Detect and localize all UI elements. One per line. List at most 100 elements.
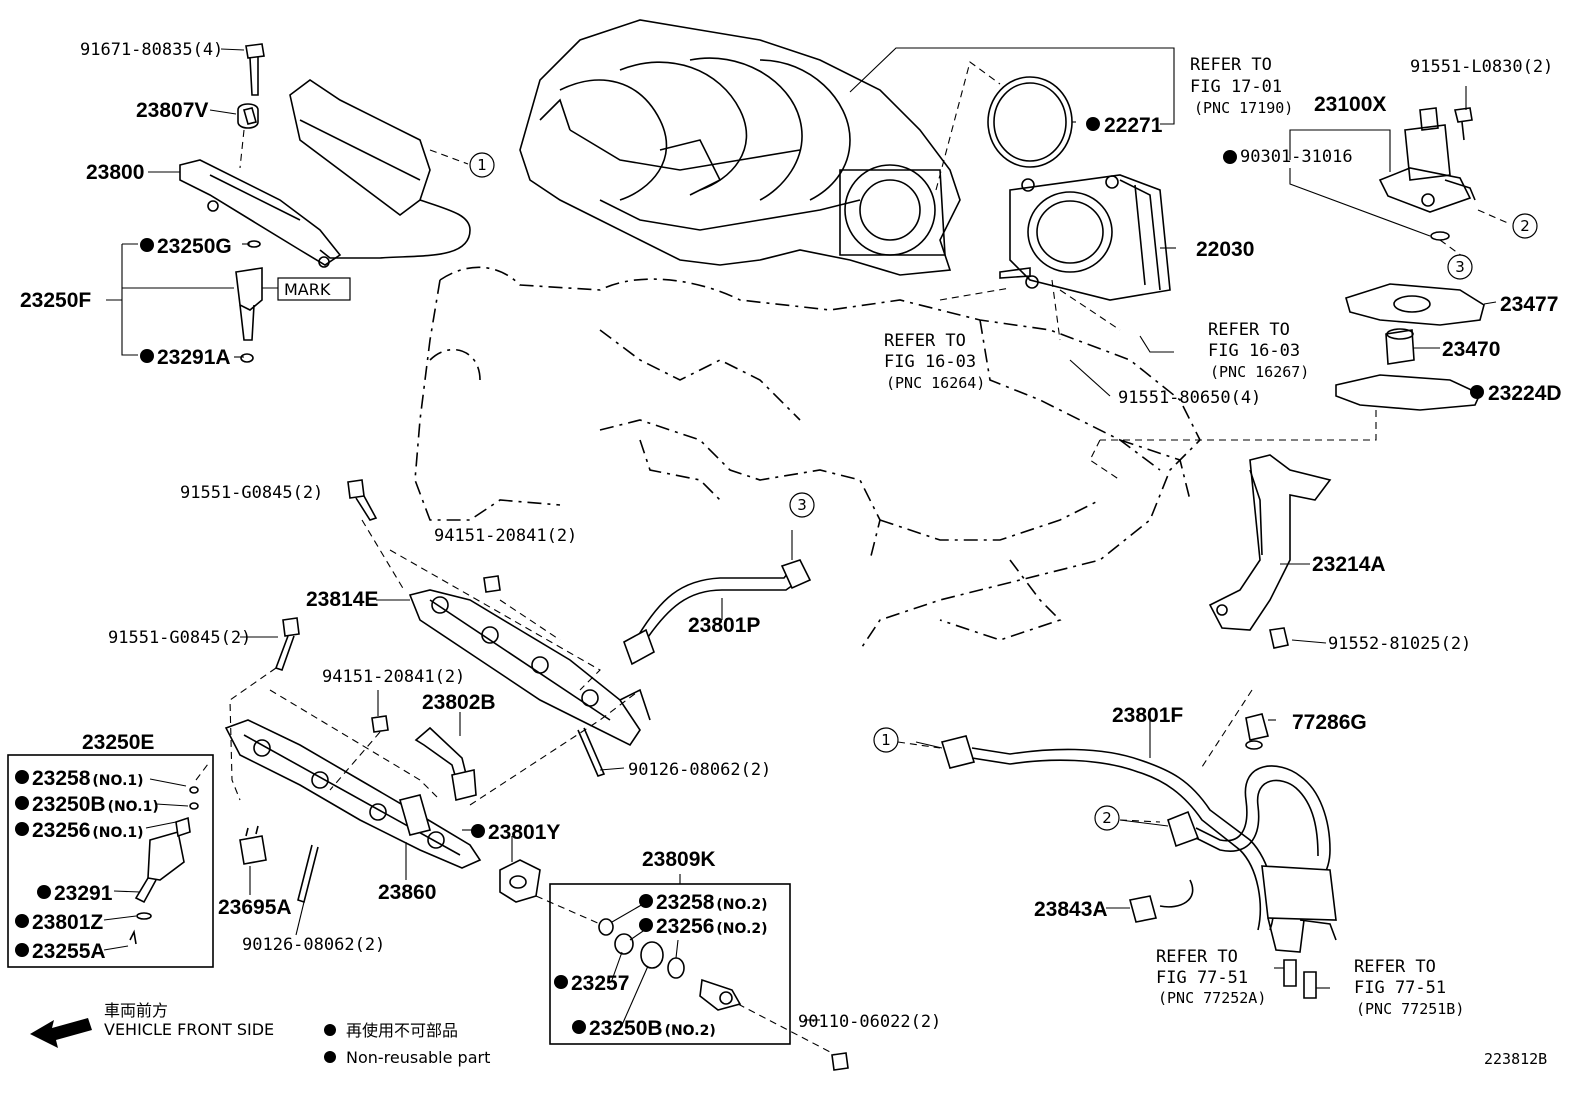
label-77286g: 77286G xyxy=(1292,711,1367,734)
svg-text:23258(NO.1): 23258(NO.1) xyxy=(32,767,144,790)
svg-text:1: 1 xyxy=(881,731,891,749)
label-94151-20841-b: 94151-20841(2) xyxy=(322,667,465,687)
injector-23250f xyxy=(235,240,263,363)
svg-text:REFER TO: REFER TO xyxy=(1156,947,1238,967)
svg-text:23256(NO.2): 23256(NO.2) xyxy=(656,915,768,938)
label-23470: 23470 xyxy=(1442,338,1500,361)
svg-text:(PNC 16264): (PNC 16264) xyxy=(886,374,985,392)
svg-text:再使用不可部品: 再使用不可部品 xyxy=(346,1021,458,1040)
svg-text:Non-reusable part: Non-reusable part xyxy=(346,1048,490,1067)
throttle-body xyxy=(999,174,1171,301)
clip-23695a xyxy=(239,825,267,865)
label-23250b-no2: 23250B xyxy=(589,1017,663,1040)
bracket-23214a xyxy=(1208,454,1332,649)
callout-2-upper: 2 xyxy=(1512,213,1538,239)
label-91551-l0830: 91551-L0830(2) xyxy=(1410,57,1553,77)
label-90126-08062-a: 90126-08062(2) xyxy=(242,935,385,955)
refer-fig-77-51-b: REFER TO FIG 77-51 (PNC 77251B) xyxy=(1354,957,1464,1018)
svg-text:23258(NO.2): 23258(NO.2) xyxy=(656,891,768,914)
callout-3-upper: 3 xyxy=(1447,254,1473,280)
label-23801f: 23801F xyxy=(1112,704,1183,727)
fuel-rail-upper xyxy=(179,79,471,268)
label-23256-no2: 23256 xyxy=(656,915,714,938)
label-23801z: 23801Z xyxy=(32,911,103,934)
nonreusable-markers xyxy=(15,117,1484,1034)
gasket-23224d xyxy=(1335,374,1482,411)
dashed-lines xyxy=(195,61,1511,1055)
label-23695a: 23695A xyxy=(218,896,292,919)
callout-1-upper: 1 xyxy=(469,152,495,178)
refer-fig-16-03-a: REFER TO FIG 16-03 (PNC 16264) xyxy=(884,331,985,392)
label-23801y: 23801Y xyxy=(488,821,560,844)
svg-text:23256(NO.1): 23256(NO.1) xyxy=(32,819,144,842)
label-23224d: 23224D xyxy=(1488,382,1562,405)
label-23258-no1: 23258 xyxy=(32,767,91,790)
label-91552-81025: 91552-81025(2) xyxy=(1328,634,1471,654)
refer-fig-17-01: REFER TO FIG 17-01 (PNC 17190) xyxy=(1190,55,1293,117)
svg-text:1: 1 xyxy=(477,156,487,174)
label-23100x: 23100X xyxy=(1314,93,1386,116)
lifter-23470 xyxy=(1385,328,1415,365)
callout-1-lower: 1 xyxy=(873,727,899,753)
plate-23477 xyxy=(1345,283,1485,326)
fuel-rail-23860 xyxy=(224,719,482,869)
svg-text:(PNC 77252A): (PNC 77252A) xyxy=(1158,989,1266,1007)
pipe-23802b xyxy=(414,726,477,801)
svg-text:2: 2 xyxy=(1520,217,1530,235)
svg-text:FIG 16-03: FIG 16-03 xyxy=(1208,341,1300,361)
label-23291: 23291 xyxy=(54,882,113,905)
bolts-lower xyxy=(274,479,849,1071)
refer-fig-77-51-a: REFER TO FIG 77-51 (PNC 77252A) xyxy=(1156,947,1266,1007)
injector-kit-box xyxy=(7,754,214,968)
label-91551-80650: 91551-80650(4) xyxy=(1118,388,1261,408)
label-23257: 23257 xyxy=(571,972,629,995)
label-23801p: 23801P xyxy=(688,614,760,637)
seal-kit-box xyxy=(549,883,791,1045)
svg-text:2: 2 xyxy=(1102,809,1112,827)
label-23250e: 23250E xyxy=(82,731,154,754)
svg-text:23250B(NO.2): 23250B(NO.2) xyxy=(589,1017,716,1040)
fuel-pump-23100x xyxy=(1378,107,1476,241)
intake-manifold xyxy=(519,19,961,276)
svg-text:23250B(NO.1): 23250B(NO.1) xyxy=(32,793,159,816)
label-90301-31016: 90301-31016 xyxy=(1240,147,1353,167)
label-91551-g0845-a: 91551-G0845(2) xyxy=(180,483,323,503)
label-23256-no1: 23256 xyxy=(32,819,90,842)
diagram-id: 223812B xyxy=(1484,1050,1547,1068)
legend-direction: 車両前方 VEHICLE FRONT SIDE xyxy=(30,1001,274,1048)
part-labels: 91671-80835(4) 23807V 23800 23250G 23250… xyxy=(20,40,1562,1040)
label-91551-g0845-b: 91551-G0845(2) xyxy=(108,628,251,648)
throttle-gasket xyxy=(987,76,1073,168)
fuel-rail-23814e xyxy=(408,589,651,747)
label-23843a: 23843A xyxy=(1034,898,1108,921)
svg-text:FIG 17-01: FIG 17-01 xyxy=(1190,77,1282,97)
label-23802b: 23802B xyxy=(422,691,496,714)
label-23807v: 23807V xyxy=(136,99,208,122)
svg-text:MARK: MARK xyxy=(284,280,331,299)
legend-nonreusable: 再使用不可部品 Non-reusable part xyxy=(324,1021,490,1067)
label-23814e: 23814E xyxy=(306,588,378,611)
label-91671-80835: 91671-80835(4) xyxy=(80,40,223,60)
svg-text:REFER TO: REFER TO xyxy=(884,331,966,351)
gasket-23801y xyxy=(499,859,541,903)
svg-text:車両前方: 車両前方 xyxy=(104,1001,168,1020)
label-23214a: 23214A xyxy=(1312,553,1386,576)
svg-text:FIG 77-51: FIG 77-51 xyxy=(1354,978,1446,998)
label-23800: 23800 xyxy=(86,161,144,184)
label-23250f: 23250F xyxy=(20,289,91,312)
mark-box: MARK xyxy=(277,277,351,301)
pipe-23801p xyxy=(623,559,812,666)
label-23250g: 23250G xyxy=(157,235,232,258)
callout-2-lower: 2 xyxy=(1094,805,1120,831)
svg-text:3: 3 xyxy=(797,496,807,514)
label-23809k: 23809K xyxy=(642,848,716,871)
fuel-pipe-23801f xyxy=(940,713,1337,999)
svg-text:REFER TO: REFER TO xyxy=(1190,55,1272,75)
refer-fig-16-03-b: REFER TO FIG 16-03 (PNC 16267) xyxy=(1208,320,1309,381)
svg-text:REFER TO: REFER TO xyxy=(1354,957,1436,977)
callout-3-lower: 3 xyxy=(789,492,815,518)
label-23860: 23860 xyxy=(378,881,436,904)
svg-text:(PNC 77251B): (PNC 77251B) xyxy=(1356,1000,1464,1018)
engine-block-outline xyxy=(414,266,1201,651)
